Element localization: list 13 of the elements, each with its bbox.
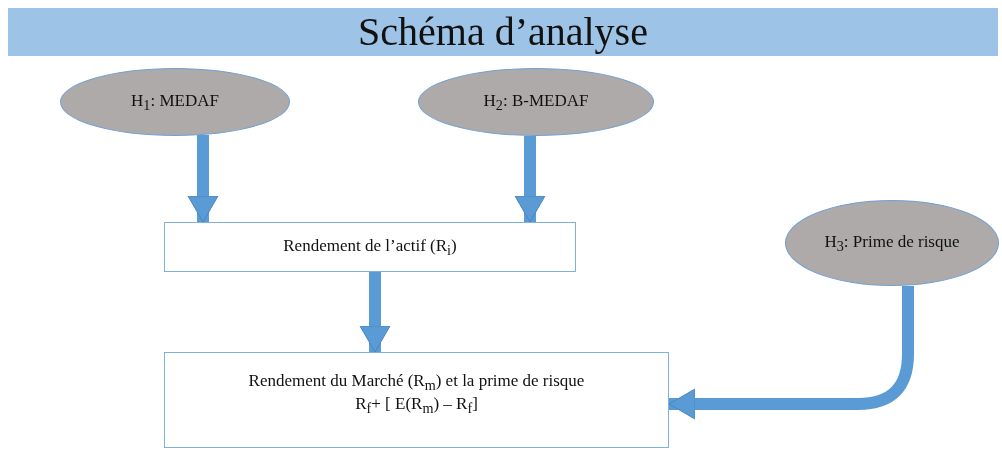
block-arrow [187, 135, 219, 223]
node-text: H$_{3}$: Prime de risque [824, 231, 960, 255]
block-arrow [359, 272, 391, 353]
block-arrow [668, 286, 914, 420]
node-text: Rendement du Marché (R$_{m}$) et la prime de risque [248, 371, 585, 394]
node-text: R$_{f}$+ [ E(R$_{m}$) – R$_{f}$] [355, 393, 478, 417]
process-box [164, 352, 669, 448]
node-text: H$_{2}$: B-MEDAF [483, 90, 589, 114]
node-text: Rendement de l’actif (R$_{i}$) [283, 235, 457, 259]
process-box [164, 222, 576, 272]
title-banner: Schéma d’analyse [8, 8, 998, 56]
block-arrow [514, 135, 546, 223]
node-text: H$_{1}$: MEDAF [131, 90, 219, 114]
